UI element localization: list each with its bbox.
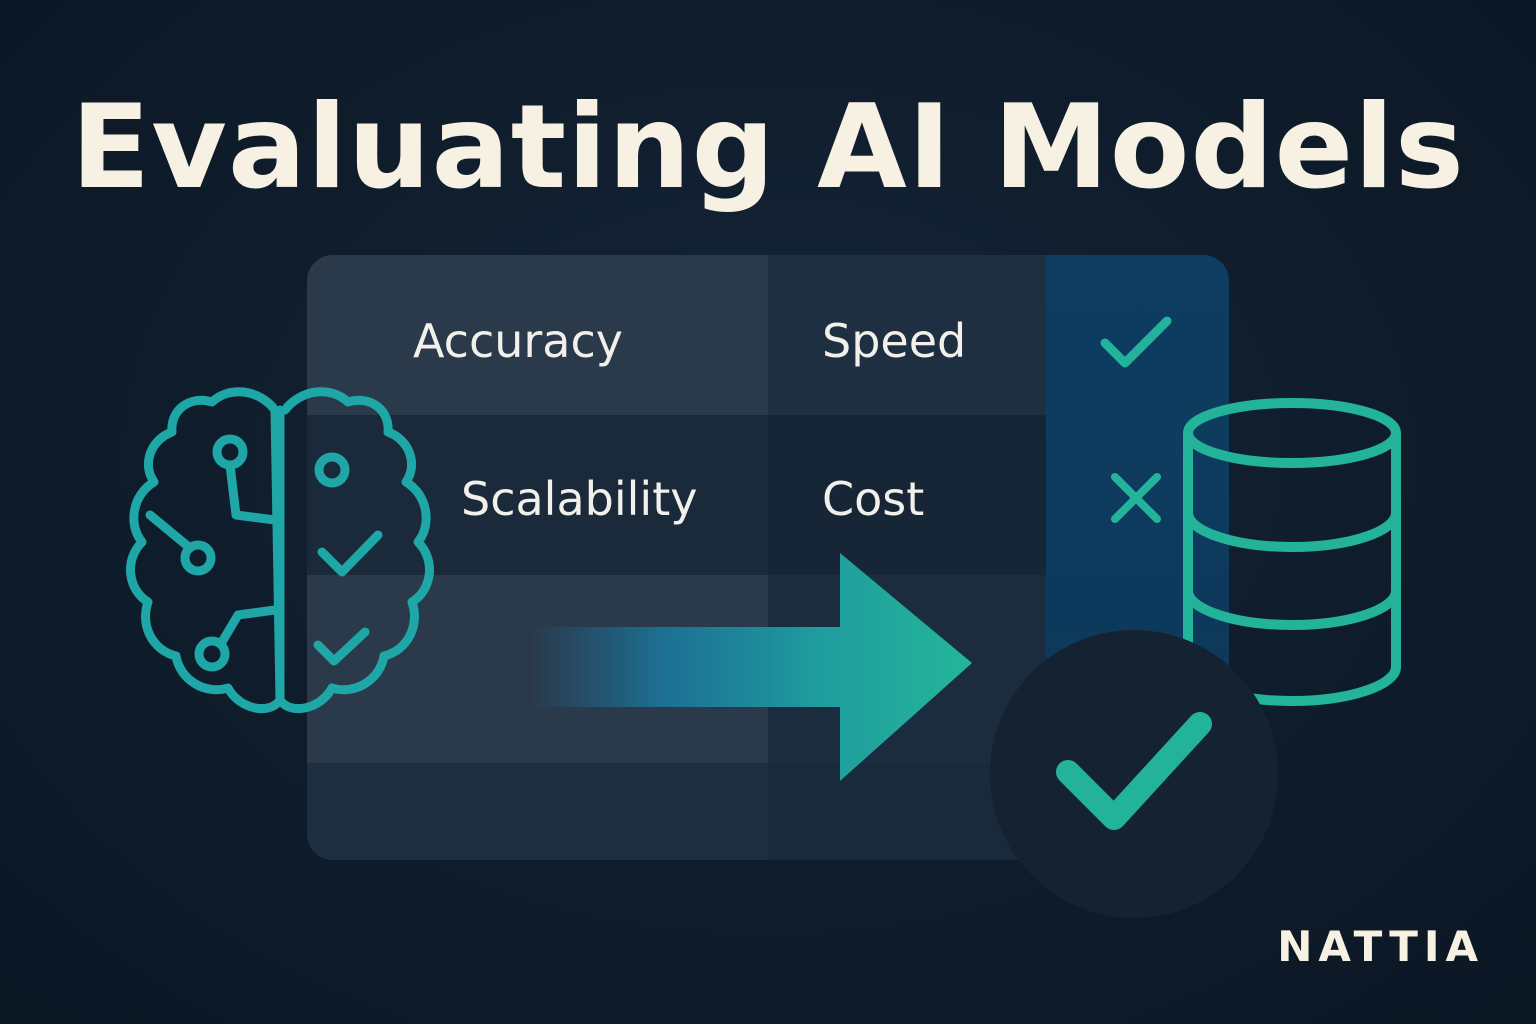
- criteria-table: Accuracy Speed Scalability Cost: [307, 255, 1229, 860]
- cell-accuracy-bg: [307, 255, 768, 415]
- label-scalability: Scalability: [461, 472, 698, 526]
- page-title: Evaluating AI Models: [71, 80, 1465, 215]
- brain-circuit-icon: [126, 387, 434, 713]
- arrow-right-icon: [530, 553, 972, 781]
- row4-left-bg: [307, 763, 768, 860]
- check-badge-icon: [990, 630, 1278, 918]
- cross-icon: [1111, 473, 1161, 523]
- brand-logo-text: NATTIA: [1277, 922, 1484, 971]
- cell-speed-bg: [768, 255, 1046, 415]
- cell-cost-bg: [768, 415, 1046, 575]
- label-cost: Cost: [822, 472, 925, 526]
- check-icon: [1100, 316, 1172, 368]
- label-accuracy: Accuracy: [413, 314, 624, 368]
- cell-scalability-bg: [307, 415, 768, 575]
- label-speed: Speed: [822, 314, 967, 368]
